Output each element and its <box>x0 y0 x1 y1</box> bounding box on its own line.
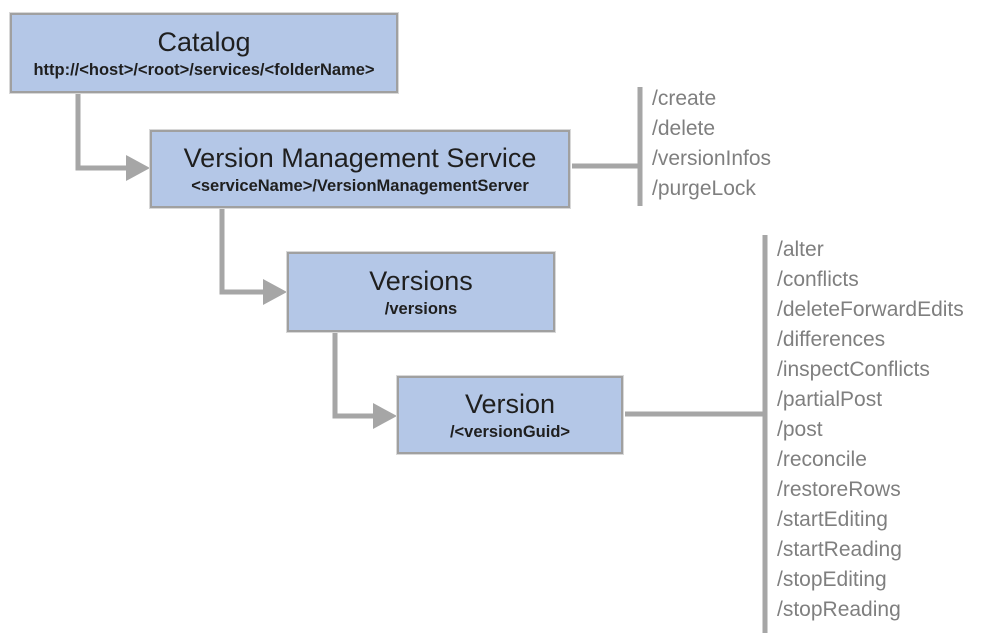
operation-item: /purgeLock <box>652 177 756 200</box>
connector-versions-to-version <box>332 332 397 429</box>
node-subtitle: http://<host>/<root>/services/<folderNam… <box>33 60 375 79</box>
node-catalog: Catalog http://<host>/<root>/services/<f… <box>10 13 398 93</box>
operation-item: /stopEditing <box>777 568 887 591</box>
connector-vms-to-operations <box>572 87 643 206</box>
operation-item: /stopReading <box>777 598 901 621</box>
operation-item: /startReading <box>777 538 902 561</box>
node-versions: Versions /versions <box>287 252 555 332</box>
node-subtitle: /<versionGuid> <box>449 422 571 441</box>
operation-item: /reconcile <box>777 448 867 471</box>
node-title: Version <box>464 388 556 419</box>
node-version-management-service: Version Management Service <serviceName>… <box>150 130 570 208</box>
node-subtitle: <serviceName>/VersionManagementServer <box>191 176 529 195</box>
arrowhead-icon <box>263 279 287 305</box>
operation-item: /alter <box>777 238 824 261</box>
operation-item: /deleteForwardEdits <box>777 298 964 321</box>
operation-item: /startEditing <box>777 508 888 531</box>
operation-item: /differences <box>777 328 886 351</box>
arrowhead-icon <box>373 403 397 429</box>
node-title: Catalog <box>157 26 251 57</box>
connector-version-to-operations <box>625 235 768 633</box>
node-version: Version /<versionGuid> <box>397 376 623 454</box>
operation-item: /inspectConflicts <box>777 358 930 381</box>
arrowhead-icon <box>126 155 150 181</box>
operation-item: /partialPost <box>777 388 883 411</box>
connector-catalog-to-vms <box>75 93 150 181</box>
node-title: Versions <box>369 265 473 296</box>
operation-item: /versionInfos <box>652 147 772 170</box>
version-operations-list: /alter/conflicts/deleteForwardEdits/diff… <box>777 235 964 625</box>
node-title: Version Management Service <box>183 142 537 173</box>
node-subtitle: /versions <box>384 299 458 318</box>
connector-vms-to-versions <box>219 208 287 305</box>
operation-item: /delete <box>652 117 716 140</box>
operation-item: /conflicts <box>777 268 859 291</box>
operation-item: /create <box>652 87 717 110</box>
version-management-operations-list: /create/delete/versionInfos/purgeLock <box>652 84 771 204</box>
operation-item: /restoreRows <box>777 478 901 501</box>
operation-item: /post <box>777 418 823 441</box>
